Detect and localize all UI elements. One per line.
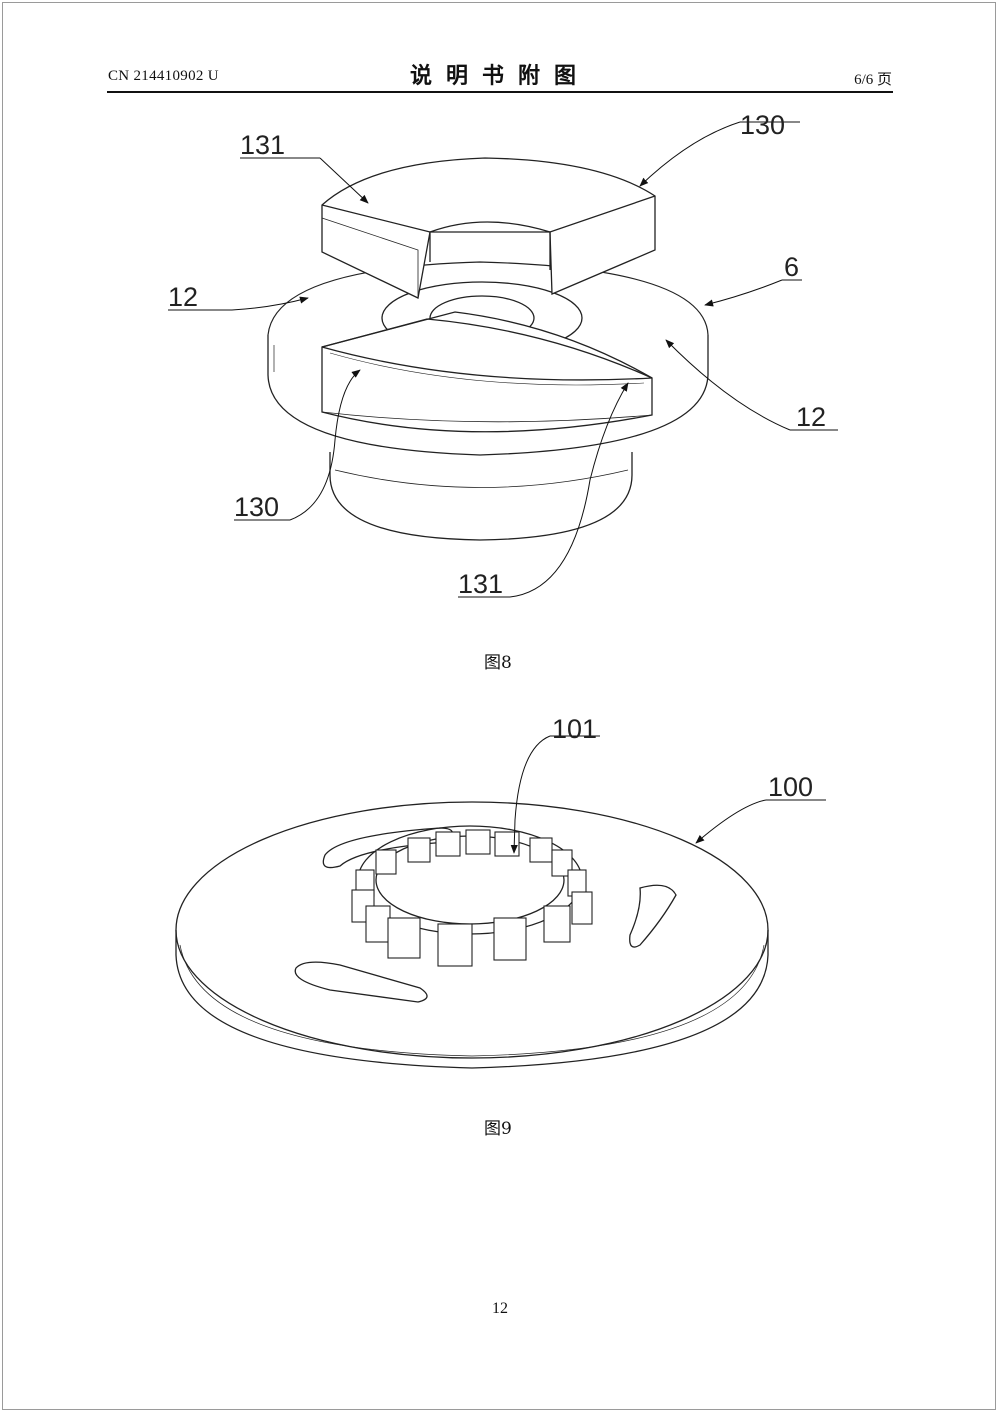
label-131-top: 131 (240, 130, 285, 160)
crescent-slot (629, 884, 677, 948)
page-title: 说明书附图 (409, 63, 590, 89)
page-info: 6/6 页 (854, 72, 892, 88)
figure-8-drawing: 131 130 12 6 12 130 131 (168, 110, 838, 599)
figure-9-drawing: 101 100 (175, 714, 826, 1069)
label-101: 101 (552, 714, 597, 744)
page-number: 12 (492, 1300, 508, 1317)
arc-slot-bottom (294, 961, 428, 1003)
label-131-bottom: 131 (458, 569, 503, 599)
label-12-right: 12 (796, 402, 826, 432)
document-number: CN 214410902 U (108, 68, 219, 84)
bottom-boss-outline (329, 452, 633, 541)
label-100: 100 (768, 772, 813, 802)
label-130-top: 130 (740, 110, 785, 140)
label-6: 6 (784, 252, 799, 282)
figure-8-caption: 图8 (484, 653, 512, 673)
figure-9-caption: 图9 (484, 1119, 512, 1139)
teeth-ring (351, 829, 593, 967)
header-rule (107, 91, 893, 93)
label-12-left: 12 (168, 282, 198, 312)
label-130-bottom: 130 (234, 492, 279, 522)
